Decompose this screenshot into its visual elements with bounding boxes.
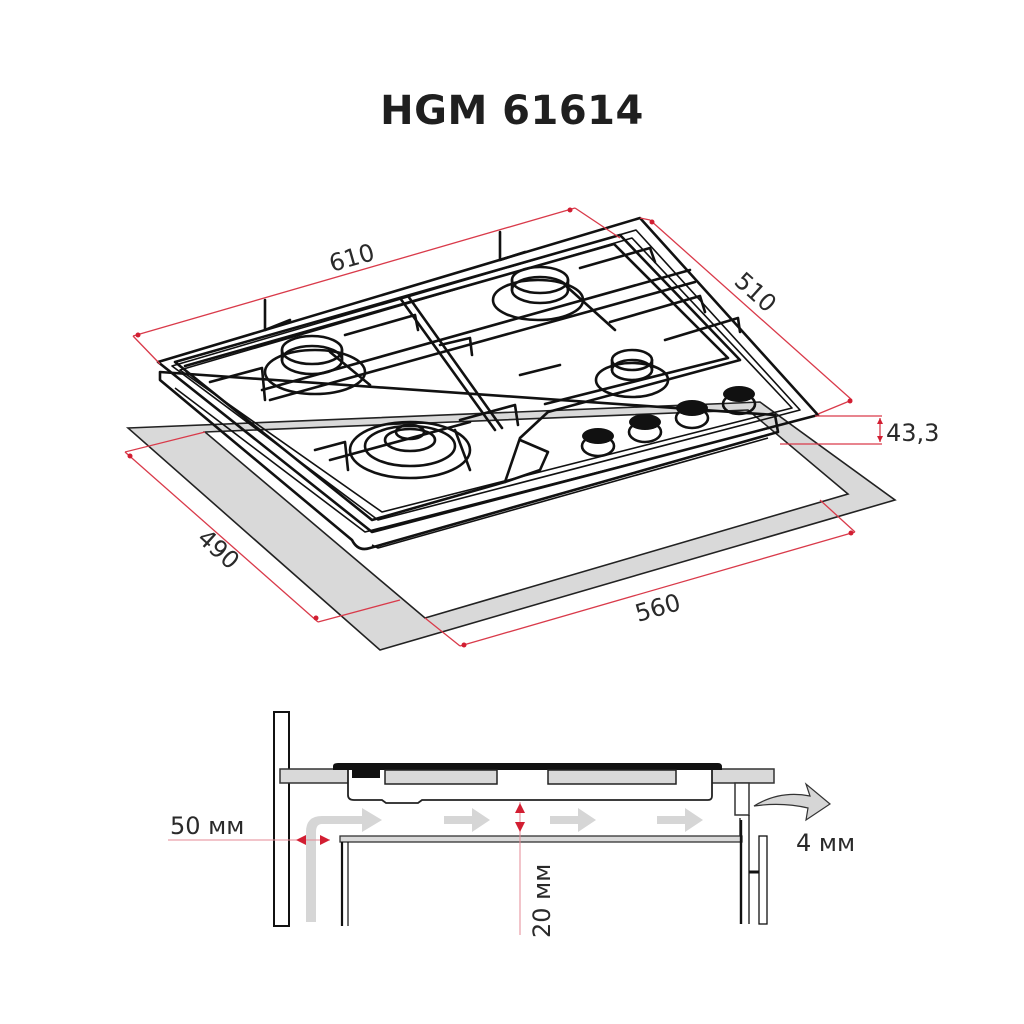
knob-1: [580, 428, 616, 458]
dimension-air-gap: 20 мм: [515, 802, 556, 938]
label-50mm: 50 мм: [170, 812, 244, 840]
dimension-rear-gap: 4 мм: [796, 829, 855, 857]
airflow-arrows: [306, 782, 832, 922]
page-title: HGM 61614: [380, 88, 644, 134]
dimension-height-43-3: 43,3: [780, 415, 939, 447]
dimension-depth-510: 510: [639, 217, 853, 415]
label-610: 610: [326, 238, 378, 278]
burner-front-left-wok: [328, 420, 472, 480]
label-510: 510: [729, 267, 782, 318]
knob-2: [627, 414, 663, 444]
label-43-3: 43,3: [886, 419, 939, 447]
burner-front-right: [594, 348, 670, 399]
label-490: 490: [192, 524, 245, 575]
knob-3: [674, 400, 710, 430]
label-20mm: 20 мм: [528, 864, 556, 938]
burner-rear-right: [491, 265, 617, 332]
dimension-side-clearance: 50 мм: [168, 812, 330, 845]
worktop-cutout: [125, 401, 897, 651]
dimension-width-610: 610: [132, 207, 621, 365]
knob-4: [721, 386, 757, 416]
burner-rear-left: [263, 334, 372, 396]
installation-section: [273, 711, 775, 927]
control-knobs: [580, 386, 757, 458]
label-4mm: 4 мм: [796, 829, 855, 857]
